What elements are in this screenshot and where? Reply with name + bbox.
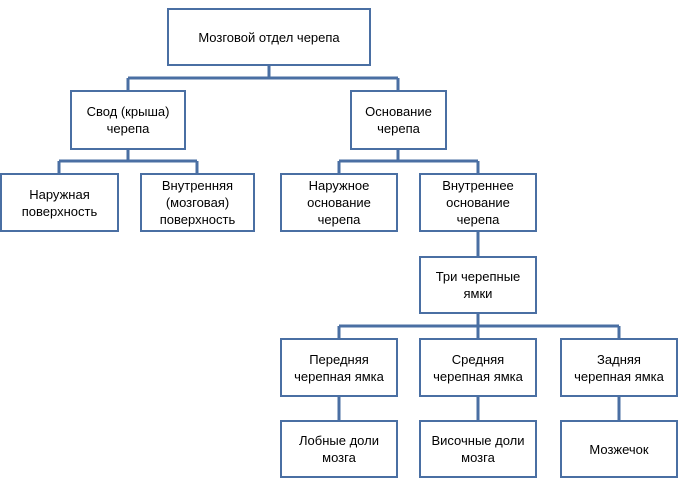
node-vault-label: Свод (крыша) черепа [86, 104, 170, 136]
node-anterior-fossa-label: Передняя черепная ямка [294, 351, 384, 384]
node-cerebellum-label: Мозжечок [589, 441, 649, 457]
node-outer-surface: Наружная поверхность [0, 173, 119, 232]
node-frontal-lobes: Лобные доли мозга [280, 420, 398, 478]
node-anterior-fossa: Передняя черепная ямка [280, 338, 398, 397]
node-outer-base-label: Наружное основание черепа [307, 178, 371, 227]
node-outer-surface-label: Наружная поверхность [21, 186, 98, 219]
node-inner-surface: Внутренняя (мозговая) поверхность [140, 173, 255, 232]
node-frontal-lobes-label: Лобные доли мозга [299, 433, 379, 465]
node-outer-base: Наружное основание черепа [280, 173, 398, 232]
node-base-label: Основание черепа [365, 104, 432, 136]
node-temporal-lobes-label: Височные доли мозга [431, 433, 525, 465]
node-three-fossae-label: Три черепные ямки [435, 269, 521, 301]
node-vault: Свод (крыша) черепа [70, 90, 186, 150]
node-temporal-lobes: Височные доли мозга [419, 420, 537, 478]
node-middle-fossa-label: Средняя черепная ямка [433, 351, 523, 384]
node-posterior-fossa: Задняя черепная ямка [560, 338, 678, 397]
node-root: Мозговой отдел черепа [167, 8, 371, 66]
node-base: Основание черепа [350, 90, 447, 150]
node-middle-fossa: Средняя черепная ямка [419, 338, 537, 397]
node-posterior-fossa-label: Задняя черепная ямка [574, 351, 664, 384]
node-inner-base-label: Внутреннее основание черепа [442, 178, 514, 227]
node-inner-surface-label: Внутренняя (мозговая) поверхность [159, 178, 236, 227]
node-inner-base: Внутреннее основание черепа [419, 173, 537, 232]
node-cerebellum: Мозжечок [560, 420, 678, 478]
node-three-fossae: Три черепные ямки [419, 256, 537, 314]
node-root-label: Мозговой отдел черепа [198, 29, 340, 45]
